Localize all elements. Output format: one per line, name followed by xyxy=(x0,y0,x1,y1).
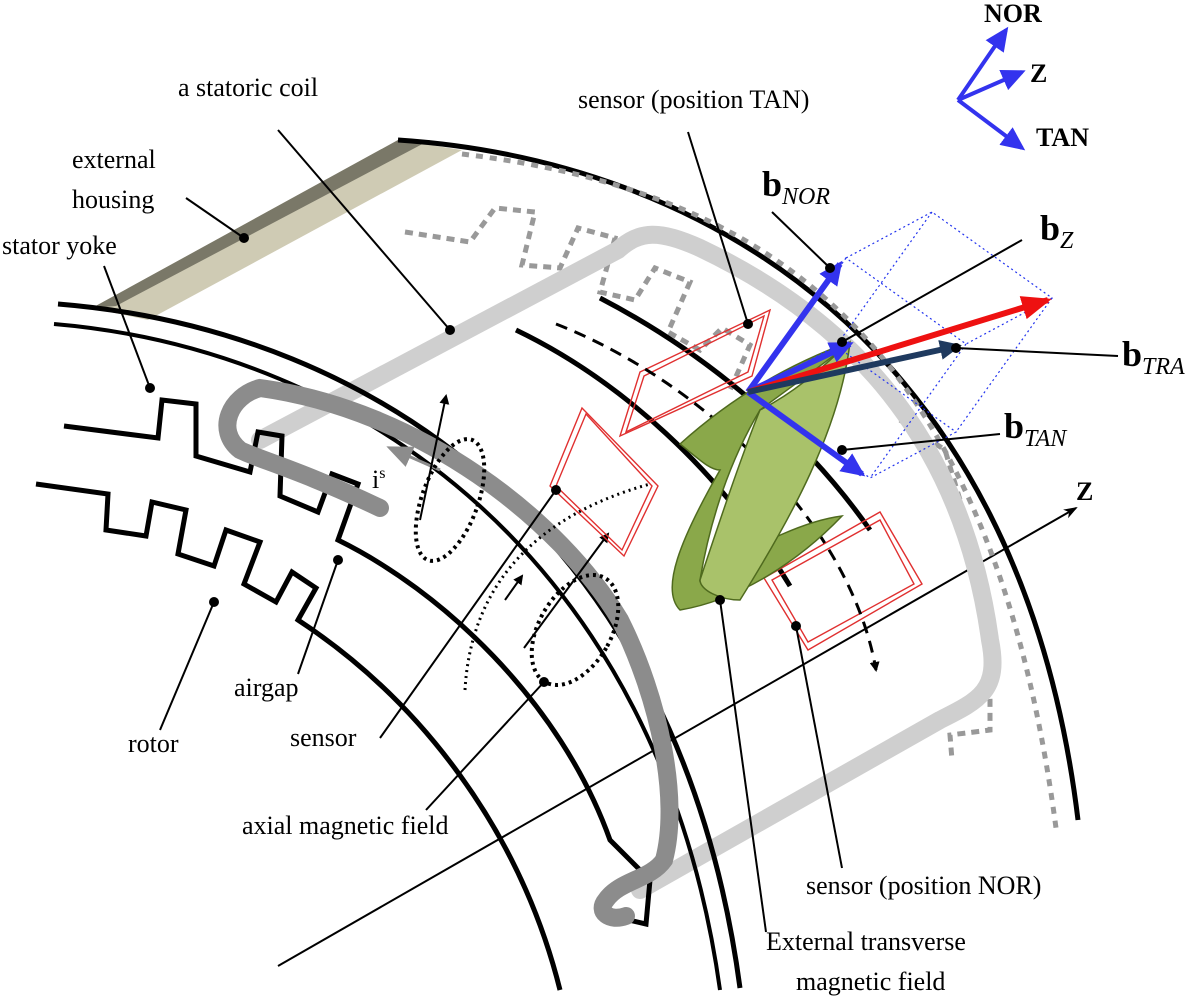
transverse-field-shape xyxy=(671,340,851,611)
sensor-tan-label: sensor (position TAN) xyxy=(578,85,809,114)
back-housing-arc xyxy=(397,137,1081,829)
rotor-label: rotor xyxy=(128,729,179,758)
b-z-label: bZ xyxy=(1040,208,1074,254)
rotor-teeth xyxy=(35,481,563,991)
b-tra-label: bTRA xyxy=(1122,334,1185,380)
triad-z-label: Z xyxy=(1030,59,1047,88)
statoric-coil-label: a statoric coil xyxy=(178,73,318,102)
external-housing-bar xyxy=(92,140,462,320)
vector-labels: bNOR bZ bTRA bTAN xyxy=(762,164,1185,452)
triad-nor-label: NOR xyxy=(984,0,1042,28)
stator-yoke-label: stator yoke xyxy=(2,231,117,260)
triad-tan-label: TAN xyxy=(1036,123,1089,152)
external-housing-label-1: external xyxy=(72,145,156,174)
b-tan-label: bTAN xyxy=(1004,406,1068,452)
z-axis-label: Z xyxy=(1076,477,1093,506)
leader-lines xyxy=(103,129,1119,933)
z-axis xyxy=(277,507,1078,967)
current-label: is xyxy=(372,465,385,494)
sensor-label: sensor xyxy=(290,723,357,752)
ext-transverse-label-2: magnetic field xyxy=(796,967,945,996)
back-coil xyxy=(251,225,1002,899)
stator-yoke-teeth xyxy=(63,397,653,928)
diagram-labels: a statoric coil sensor (position TAN) ex… xyxy=(2,73,1093,996)
b-nor-label: bNOR xyxy=(762,164,830,210)
field-vectors xyxy=(745,260,1052,477)
axial-field-label: axial magnetic field xyxy=(242,811,448,840)
airgap-label: airgap xyxy=(234,673,299,702)
axis-triad: NOR Z TAN xyxy=(956,0,1089,152)
sensor-nor-label: sensor (position NOR) xyxy=(806,871,1041,900)
external-housing-label-2: housing xyxy=(72,185,154,214)
axial-field-loops xyxy=(413,394,651,691)
ext-transverse-label-1: External transverse xyxy=(766,927,966,956)
